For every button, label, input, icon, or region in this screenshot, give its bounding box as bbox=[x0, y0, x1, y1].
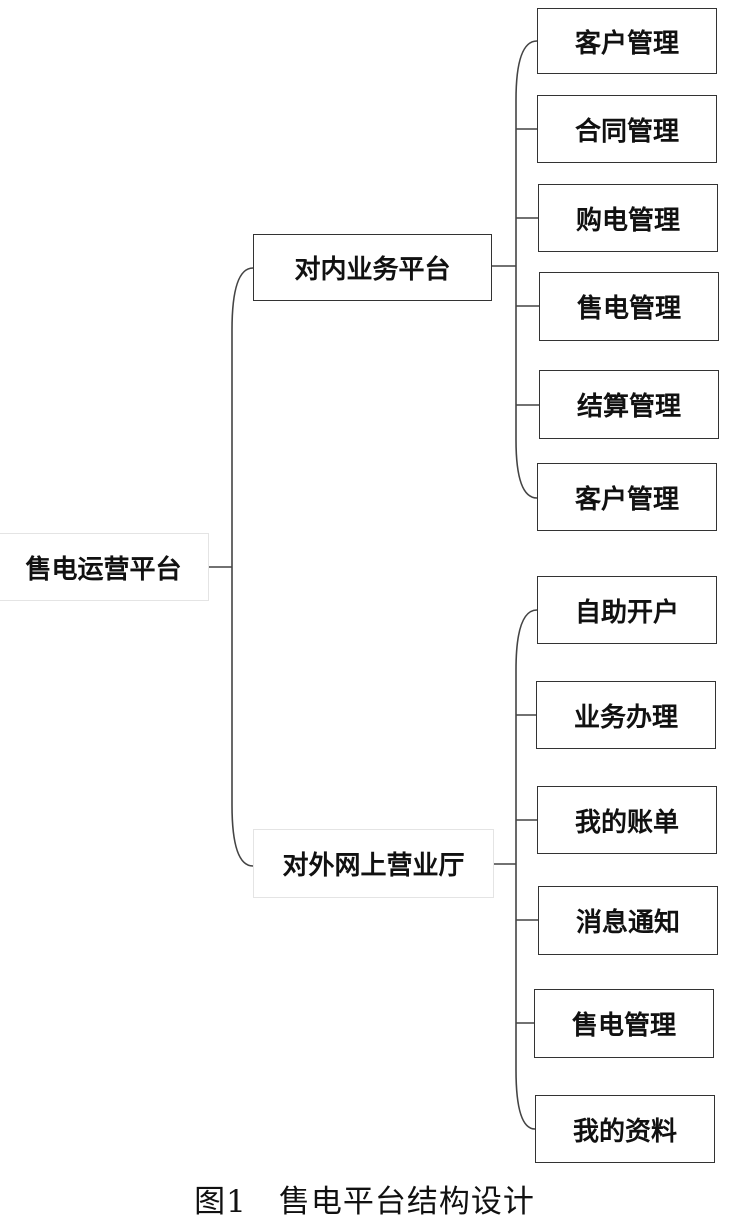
connector-branch-1-trunk bbox=[515, 40, 538, 499]
leaf-node: 客户管理 bbox=[537, 463, 717, 531]
leaf-label: 客户管理 bbox=[574, 484, 679, 515]
leaf-label: 消息通知 bbox=[575, 908, 680, 938]
leaf-label: 售电管理 bbox=[571, 1011, 676, 1041]
leaf-label: 我的资料 bbox=[572, 1116, 677, 1147]
leaf-node: 购电管理 bbox=[538, 184, 718, 252]
leaf-node: 结算管理 bbox=[539, 370, 719, 439]
leaf-label: 合同管理 bbox=[574, 116, 679, 147]
leaf-label: 售电管理 bbox=[576, 294, 681, 324]
branch-node-internal: 对内业务平台 bbox=[253, 234, 492, 301]
figure-caption: 图1 售电平台结构设计 bbox=[194, 1184, 535, 1220]
leaf-label: 客户管理 bbox=[574, 28, 679, 59]
leaf-node: 自助开户 bbox=[537, 576, 717, 644]
connector-branch-2-trunk bbox=[515, 609, 538, 1130]
leaf-node: 合同管理 bbox=[537, 95, 717, 163]
branch-label: 对内业务平台 bbox=[294, 255, 451, 285]
leaf-node: 业务办理 bbox=[536, 681, 716, 749]
leaf-label: 自助开户 bbox=[574, 597, 679, 628]
leaf-node: 售电管理 bbox=[534, 989, 714, 1058]
leaf-node: 我的账单 bbox=[537, 786, 717, 854]
root-node: 售电运营平台 bbox=[0, 533, 209, 601]
branch-label: 对外网上营业厅 bbox=[282, 851, 465, 881]
leaf-node: 客户管理 bbox=[537, 8, 717, 74]
branch-node-external: 对外网上营业厅 bbox=[253, 829, 494, 898]
leaf-label: 我的账单 bbox=[574, 807, 679, 838]
leaf-node: 我的资料 bbox=[535, 1095, 715, 1163]
leaf-label: 购电管理 bbox=[575, 205, 680, 236]
leaf-node: 消息通知 bbox=[538, 886, 718, 955]
leaf-node: 售电管理 bbox=[539, 272, 719, 341]
leaf-label: 业务办理 bbox=[573, 702, 678, 733]
root-label: 售电运营平台 bbox=[25, 554, 182, 585]
leaf-label: 结算管理 bbox=[576, 392, 681, 422]
connector-root-trunk bbox=[231, 267, 254, 867]
